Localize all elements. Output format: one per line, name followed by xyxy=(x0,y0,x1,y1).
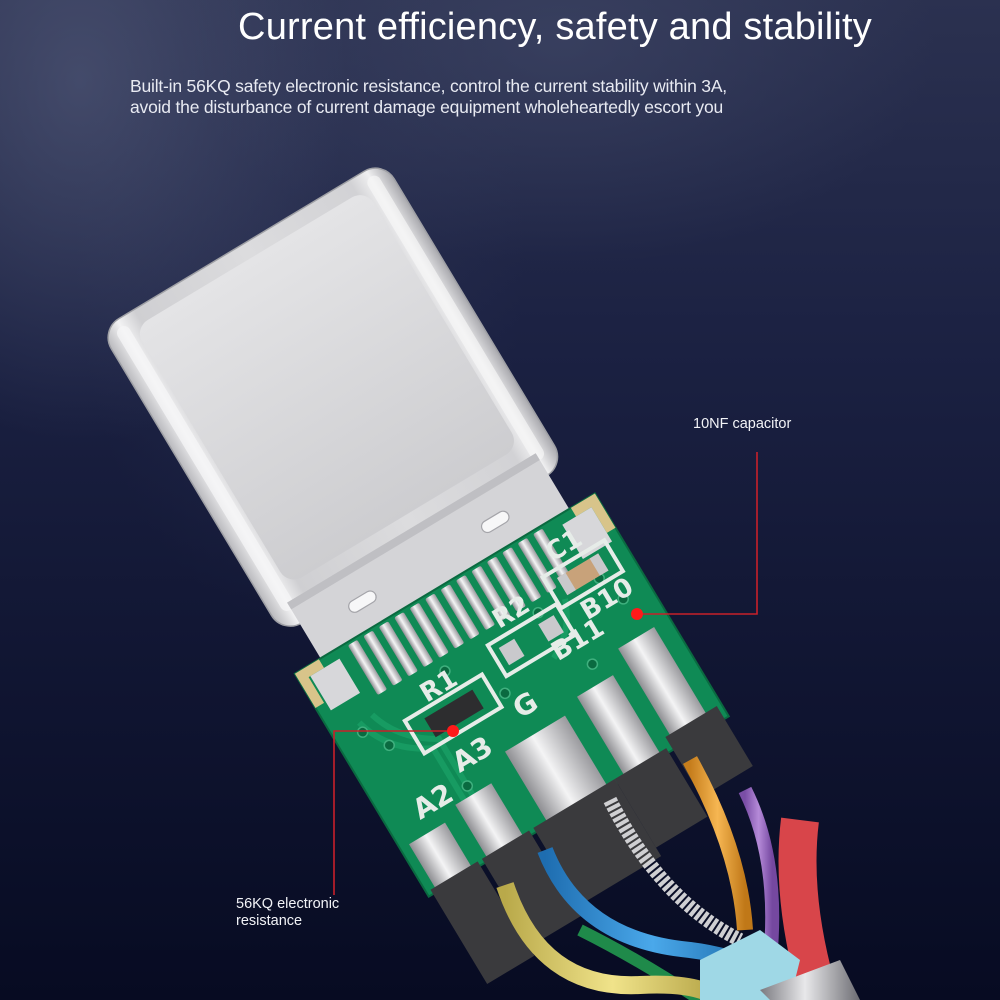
capacitor-callout-label: 10NF capacitor xyxy=(693,416,792,432)
subtitle-line-1: Built-in 56KQ safety electronic resistan… xyxy=(130,76,727,96)
cable-wires xyxy=(496,756,860,1000)
usb-c-metal-shell xyxy=(107,167,572,663)
page-title: Current efficiency, safety and stability xyxy=(238,6,872,48)
wire-ground-braid xyxy=(603,796,744,947)
callout-resistance xyxy=(333,725,459,895)
resistance-marker-dot xyxy=(447,725,459,737)
cable-sheath xyxy=(760,960,860,1000)
resistance-callout-label: 56KQ electronic resistance xyxy=(236,896,339,930)
resistance-label-line-2: resistance xyxy=(236,913,303,929)
wire-yellow xyxy=(496,882,727,1000)
subtitle: Built-in 56KQ safety electronic resistan… xyxy=(130,76,890,118)
connector-assembly: R1 R2 C1 A2 A3 G B11 B10 xyxy=(107,167,753,985)
shield-foil xyxy=(700,930,800,1000)
heatshrink-blocks xyxy=(430,706,753,985)
capacitor-marker-dot xyxy=(631,608,643,620)
wire-orange xyxy=(683,756,753,931)
pcb-board: R1 R2 C1 A2 A3 G B11 B10 xyxy=(293,492,731,898)
resistance-label-line-1: 56KQ electronic xyxy=(236,896,340,912)
callout-capacitor xyxy=(631,452,758,620)
wire-purple xyxy=(738,786,780,961)
subtitle-line-2: avoid the disturbance of current damage … xyxy=(130,97,724,117)
contact-fingers xyxy=(348,529,572,695)
